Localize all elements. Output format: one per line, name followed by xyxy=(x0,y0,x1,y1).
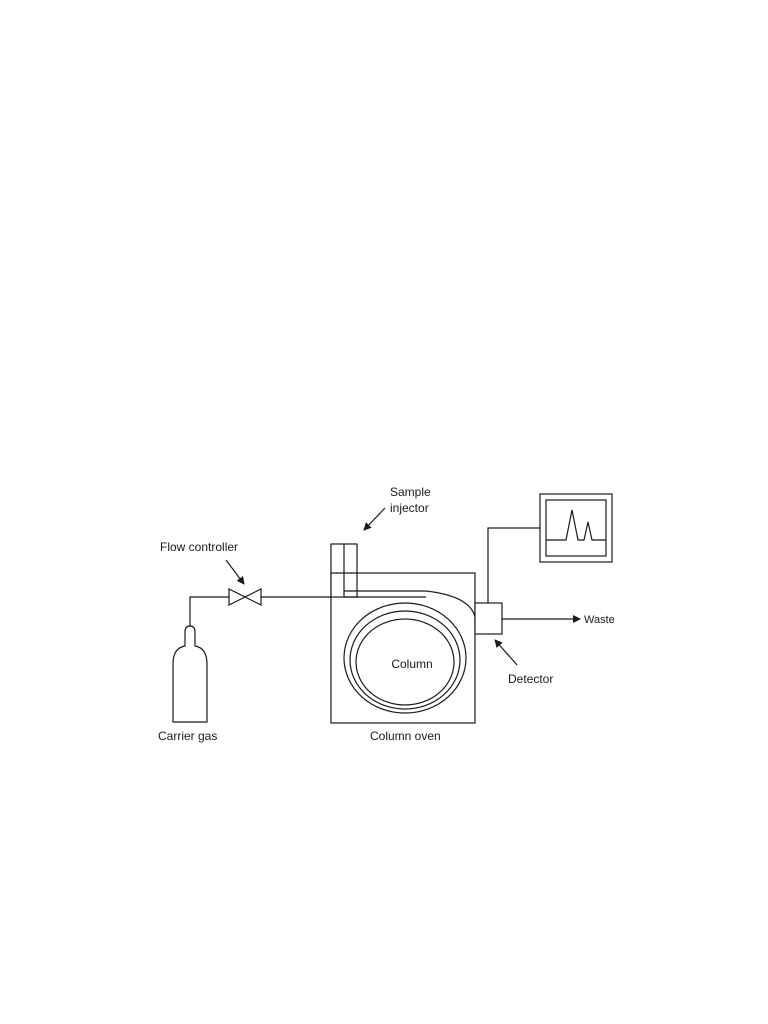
signal-line xyxy=(487,527,540,603)
sample-injector xyxy=(330,543,358,598)
detector-label: Detector xyxy=(508,672,553,686)
column-label: Column xyxy=(391,657,432,671)
waste-label: Waste xyxy=(584,614,615,626)
sample-injector-label-line1: Sample xyxy=(390,485,431,499)
carrier-gas-cylinder xyxy=(172,625,208,723)
detector xyxy=(474,602,503,635)
column-oven-label: Column oven xyxy=(370,729,441,743)
carrier-gas-label: Carrier gas xyxy=(158,729,217,743)
flow-controller-pointer xyxy=(225,559,245,585)
flow-controller-label: Flow controller xyxy=(160,540,238,554)
flow-controller-valve xyxy=(228,588,262,606)
sample-injector-pointer xyxy=(363,507,386,531)
gas-line-to-valve xyxy=(189,596,229,626)
recorder-display xyxy=(539,493,613,563)
column-coil xyxy=(343,590,476,714)
detector-pointer xyxy=(494,639,518,666)
sample-injector-label-line2: injector xyxy=(390,501,429,515)
